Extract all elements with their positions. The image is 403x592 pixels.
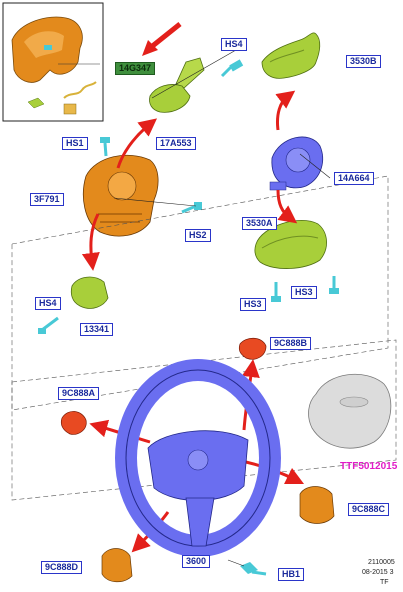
inset-small-parts [27,45,100,115]
switch-9C888A [60,411,87,435]
label-TTF5012015: TTF5012015 [340,461,398,472]
label-3F791: 3F791 [30,193,64,206]
label-HS2: HS2 [185,229,211,242]
screw-HS4-top [220,59,244,78]
screw-HS2 [181,202,202,214]
screw-HS4-bottom [38,316,59,334]
airbag-module [308,373,392,449]
footer-code: 2110005 [368,559,395,566]
switch-9C888C [299,486,335,524]
label-14A664: 14A664 [334,172,374,185]
label-13341: 13341 [80,323,114,336]
label-HS4-bottom: HS4 [35,297,61,310]
red-arrow-inset [148,22,182,50]
footer-date: 08-2015 3 [362,569,394,576]
clockspring-14A664 [269,136,323,191]
label-HS1: HS1 [62,137,88,150]
screw-HS3-right [329,276,339,294]
dashed-plane-upper [11,175,389,411]
label-9C888D: 9C888D [41,561,83,574]
lower-shroud-3530A [254,220,327,269]
label-3530A: 3530A [242,217,277,230]
switch-9C888B [238,337,267,360]
label-3600: 3600 [182,555,211,568]
switch-13341 [70,276,109,309]
leader-lines [113,49,331,207]
label-HS3-left: HS3 [240,298,266,311]
footer-tag: TF [380,579,389,586]
label-9C888C: 9C888C [348,503,390,516]
red-arrow-inset-head [142,40,158,56]
label-9C888B: 9C888B [270,337,312,350]
dashed-plane-lower [11,339,397,501]
label-9C888A: 9C888A [58,387,100,400]
switch-17A553 [149,57,205,113]
screw-HS3-left [271,282,281,302]
steering-wheel-3600 [115,359,281,557]
label-HS3-right: HS3 [291,286,317,299]
bolt-HB1 [227,559,267,576]
label-17A553: 17A553 [156,137,196,150]
label-HB1: HB1 [278,568,305,581]
label-14G347: 14G347 [115,62,156,75]
label-3530B: 3530B [346,55,381,68]
screw-HS1 [100,137,110,157]
upper-shroud-3530B [261,32,321,79]
switch-9C888D [101,548,133,583]
label-HS4-top: HS4 [221,38,247,51]
